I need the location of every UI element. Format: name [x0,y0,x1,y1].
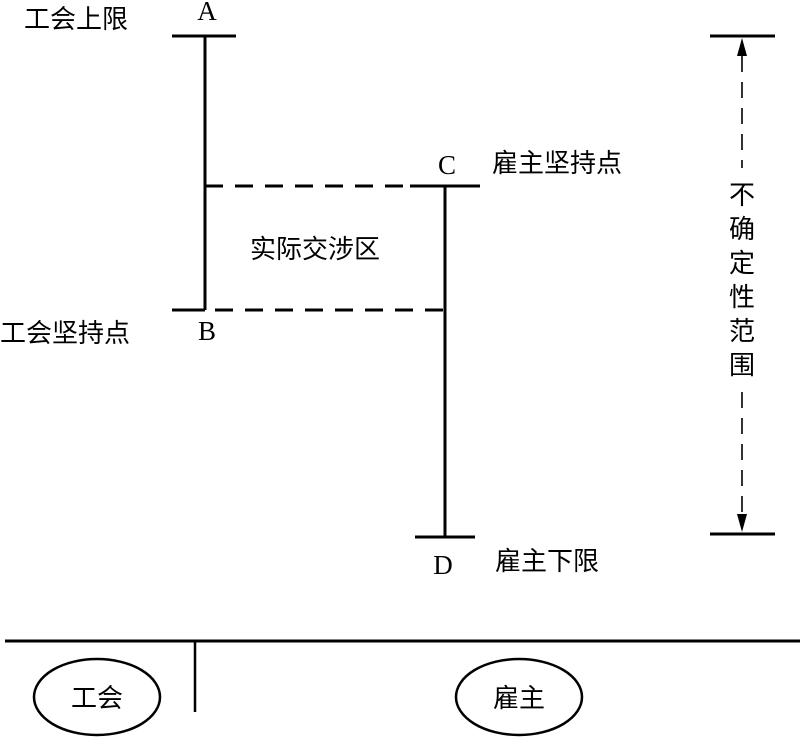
uncertainty-char-6: 围 [729,351,755,381]
bargaining-zone-label: 实际交涉区 [250,235,380,265]
point-d-label: D [433,550,453,580]
point-c-label: C [438,150,456,180]
union-upper-limit-label: 工会上限 [24,5,128,35]
uncertainty-char-5: 范 [729,317,755,347]
uncertainty-char-4: 性 [729,283,755,313]
point-b-label: B [198,316,216,346]
union-insist-point-label: 工会坚持点 [0,319,130,349]
employer-party-label: 雇主 [493,684,545,714]
uncertainty-down-arrow-icon [737,514,747,532]
union-ellipse [32,657,162,737]
uncertainty-char-2: 确 [729,215,755,245]
employer-ellipse [454,657,584,737]
union-party-label: 工会 [71,684,123,714]
uncertainty-up-arrow-icon [737,38,747,56]
uncertainty-char-3: 定 [729,249,755,279]
employer-insist-point-label: 雇主坚持点 [492,149,622,179]
employer-lower-limit-label: 雇主下限 [495,547,599,577]
point-a-label: A [197,0,217,26]
uncertainty-char-1: 不 [729,181,755,211]
